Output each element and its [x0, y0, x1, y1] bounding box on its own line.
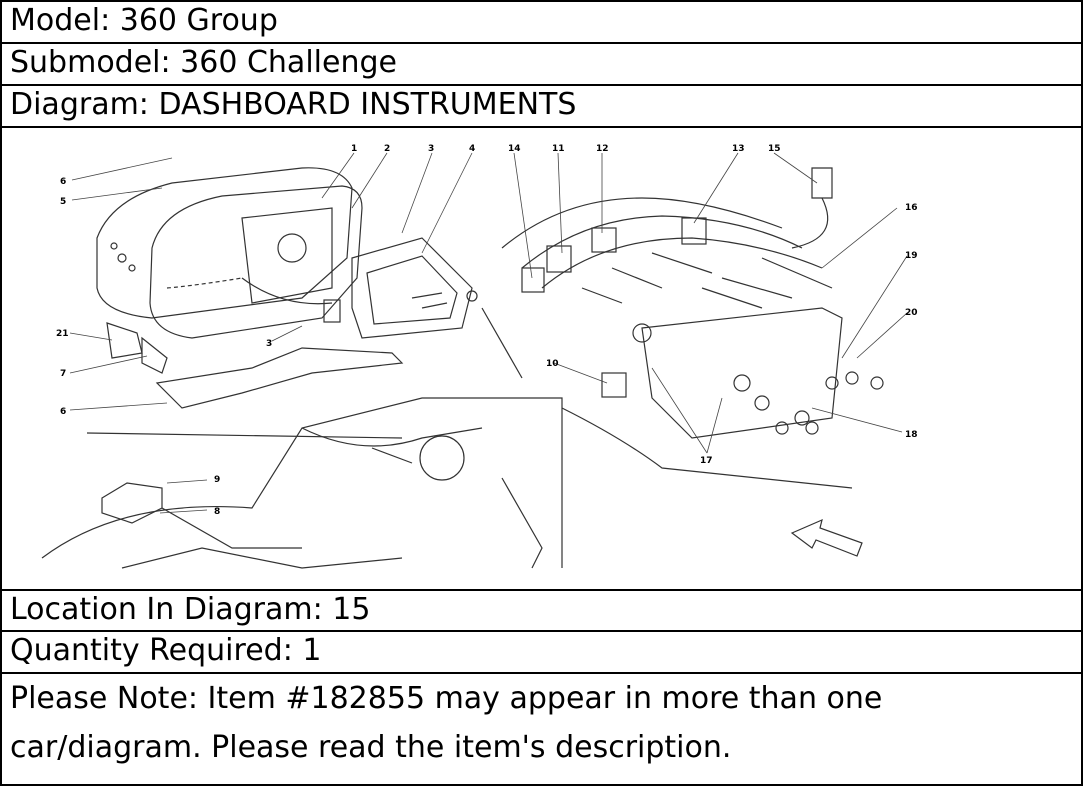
car-interior-drawing: [41, 397, 563, 569]
note-block: Please Note: Item #182855 may appear in …: [2, 674, 1081, 784]
leader-lines: [69, 152, 908, 514]
note-line-2: car/diagram. Please read the item's desc…: [10, 730, 732, 765]
submodel-label: Submodel:: [10, 45, 171, 80]
callout-4: 4: [469, 144, 475, 154]
callout-labels: 1 2 3 4 5 6 3 21 7 6 9 8 14 11 12 13 15 …: [56, 144, 918, 517]
instrument-cluster-drawing: [96, 167, 478, 409]
callout-8: 8: [214, 507, 220, 517]
direction-arrow-icon: [790, 518, 863, 557]
callout-6b: 6: [60, 407, 66, 417]
submodel-value: 360 Challenge: [180, 45, 397, 80]
quantity-label: Quantity Required:: [10, 633, 293, 668]
callout-16: 16: [905, 203, 918, 213]
model-row: Model: 360 Group: [2, 2, 1081, 44]
callout-9: 9: [214, 475, 220, 485]
model-value: 360 Group: [119, 3, 278, 38]
callout-14: 14: [508, 144, 521, 154]
callout-5: 5: [60, 197, 66, 207]
callout-19: 19: [905, 251, 918, 261]
quantity-row: Quantity Required: 1: [2, 632, 1081, 674]
callout-18: 18: [905, 430, 918, 440]
callout-12: 12: [596, 144, 609, 154]
model-label: Model:: [10, 3, 111, 38]
callout-15: 15: [768, 144, 781, 154]
switch-panel-drawing: [481, 167, 884, 489]
parts-diagram: 1 2 3 4 5 6 3 21 7 6 9 8 14 11 12 13 15 …: [2, 128, 1081, 591]
callout-3b: 3: [266, 339, 272, 349]
diagram-label: Diagram:: [10, 87, 149, 122]
location-row: Location In Diagram: 15: [2, 591, 1081, 632]
callout-10: 10: [546, 359, 559, 369]
quantity-value: 1: [302, 633, 322, 668]
callout-1: 1: [351, 144, 357, 154]
submodel-row: Submodel: 360 Challenge: [2, 44, 1081, 86]
callout-11: 11: [552, 144, 565, 154]
callout-2: 2: [384, 144, 390, 154]
callout-6: 6: [60, 177, 66, 187]
callout-17: 17: [700, 456, 713, 466]
diagram-value: DASHBOARD INSTRUMENTS: [158, 87, 577, 122]
callout-21: 21: [56, 329, 69, 339]
diagram-row: Diagram: DASHBOARD INSTRUMENTS: [2, 86, 1081, 128]
diagram-drawing: 1 2 3 4 5 6 3 21 7 6 9 8 14 11 12 13 15 …: [41, 144, 918, 569]
location-value: 15: [332, 592, 371, 627]
callout-13: 13: [732, 144, 745, 154]
note-line-1: Please Note: Item #182855 may appear in …: [10, 681, 883, 716]
location-label: Location In Diagram:: [10, 592, 323, 627]
callout-7: 7: [60, 369, 66, 379]
callout-20: 20: [905, 308, 918, 318]
callout-3: 3: [428, 144, 434, 154]
